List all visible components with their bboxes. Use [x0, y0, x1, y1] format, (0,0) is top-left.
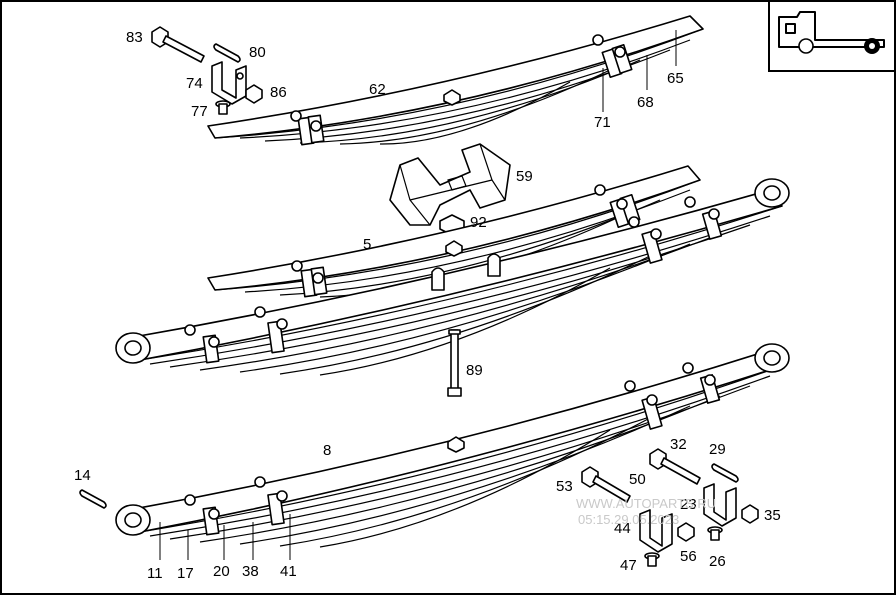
callout-80: 80: [249, 44, 266, 61]
clip-44: [639, 509, 673, 553]
callout-86: 86: [270, 84, 287, 101]
nut-35: [741, 504, 759, 524]
leader-lines: [159, 30, 677, 560]
callout-65: 65: [667, 70, 684, 87]
callout-20: 20: [213, 563, 230, 580]
callout-32: 32: [670, 436, 687, 453]
callout-59: 59: [516, 168, 533, 185]
helper-spring-5: [207, 165, 701, 298]
pin-29: [711, 463, 739, 483]
rivet-77: [215, 100, 231, 115]
callout-77: 77: [191, 103, 208, 120]
callout-89: 89: [466, 362, 483, 379]
clip-74: [211, 61, 247, 105]
pin-80: [213, 43, 241, 63]
nut-56: [677, 522, 695, 542]
callout-14: 14: [74, 467, 91, 484]
callout-53: 53: [556, 478, 573, 495]
truck-rear-axle-icon: [768, 0, 896, 72]
callout-68: 68: [637, 94, 654, 111]
callout-62: 62: [369, 81, 386, 98]
nut-86: [245, 84, 263, 104]
spring-seat-59: [389, 143, 511, 226]
rivet-26: [707, 526, 723, 541]
callout-26: 26: [709, 553, 726, 570]
callout-74: 74: [186, 75, 203, 92]
centre-bolt-89: [447, 329, 462, 397]
main-spring-8: [115, 343, 790, 548]
callout-29: 29: [709, 441, 726, 458]
callout-11: 11: [147, 565, 163, 582]
main-spring-upper: [115, 178, 790, 376]
callout-56: 56: [680, 548, 697, 565]
callout-92: 92: [470, 214, 487, 231]
pin-14: [79, 489, 107, 509]
helper-spring-62: [207, 15, 704, 146]
bolt-83: [151, 26, 205, 63]
callout-47: 47: [620, 557, 637, 574]
bolt-32: [649, 448, 701, 485]
callout-35: 35: [764, 507, 781, 524]
rivet-47: [644, 552, 660, 567]
callout-41: 41: [280, 563, 297, 580]
watermark-line-2: 05:15.29.05.2023: [578, 512, 679, 527]
clip-23: [703, 483, 737, 527]
callout-17: 17: [177, 565, 194, 582]
callout-38: 38: [242, 563, 259, 580]
callout-83: 83: [126, 29, 143, 46]
callout-23: 23: [680, 496, 697, 513]
callout-71: 71: [594, 114, 611, 131]
callout-8: 8: [323, 442, 331, 459]
callout-44: 44: [614, 520, 631, 537]
callout-5: 5: [363, 236, 371, 253]
bolt-53: [581, 466, 631, 503]
watermark-line-1: WWW.AUTOPARTS.RU: [576, 496, 716, 511]
callout-50: 50: [629, 471, 646, 488]
